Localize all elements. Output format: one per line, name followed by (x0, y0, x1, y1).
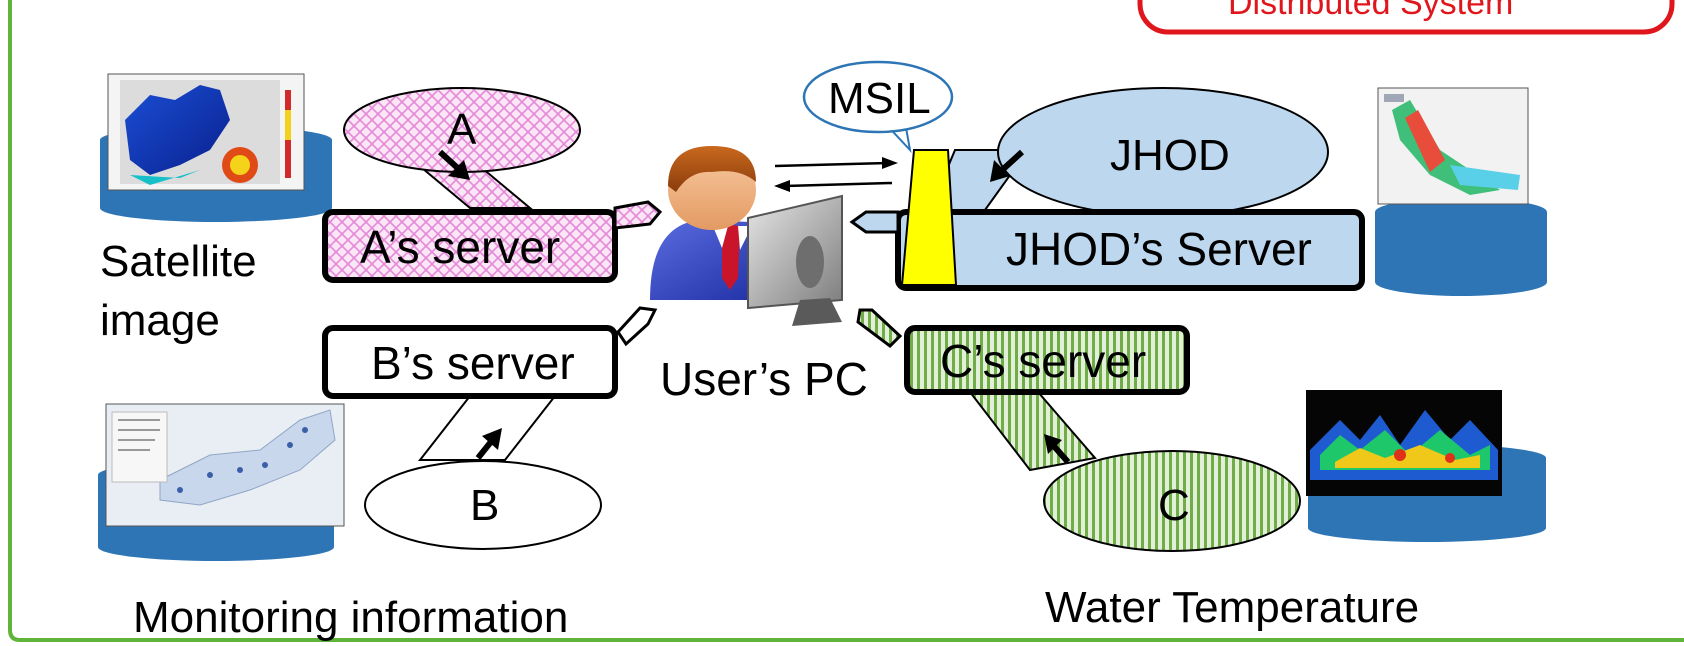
flow-arrows (437, 149, 1071, 464)
satellite-image-caption: Satellite image (100, 237, 257, 346)
msil-request-arrows (774, 157, 898, 192)
diagram-title: Distributed System (1228, 0, 1514, 22)
source-b-label: B (470, 481, 500, 530)
a-server-label: A’s server (360, 221, 561, 273)
water-temperature-thumbnail (1306, 390, 1502, 496)
jhod-server-box (895, 209, 1365, 291)
frame-border (8, 0, 1684, 642)
jhod-map-thumbnail (1377, 87, 1529, 205)
source-b-ellipse (364, 460, 602, 550)
source-a-label: A (447, 105, 477, 154)
source-jhod-label: JHOD (1110, 131, 1230, 180)
user-pc-label: User’s PC (660, 353, 868, 405)
msil-speech-bubble (802, 60, 954, 154)
source-c-ellipse (1043, 450, 1301, 552)
b-server-label: B’s server (371, 337, 575, 389)
water-temperature-caption: Water Temperature (1045, 583, 1420, 632)
tab-a (613, 200, 663, 230)
c-server-label: C’s server (940, 335, 1147, 387)
b-server-box (322, 325, 618, 399)
monitoring-map-thumbnail (105, 403, 345, 527)
a-server-box (322, 209, 618, 283)
satellite-image-thumbnail (107, 73, 305, 191)
cylinder-jhod (1375, 198, 1547, 296)
tab-c (856, 308, 903, 348)
msil-label: MSIL (828, 74, 931, 123)
source-c-label: C (1158, 481, 1190, 530)
title-box (1137, 0, 1675, 35)
jhod-server-label: JHOD’s Server (1006, 223, 1312, 275)
connector-c (967, 391, 1097, 472)
tab-b (616, 306, 658, 347)
c-server-box (904, 325, 1190, 395)
tab-jhod (849, 210, 900, 234)
user-pc-icon (650, 146, 843, 326)
monitoring-information-caption: Monitoring information (133, 593, 569, 642)
msil-yellow-block (900, 149, 958, 286)
